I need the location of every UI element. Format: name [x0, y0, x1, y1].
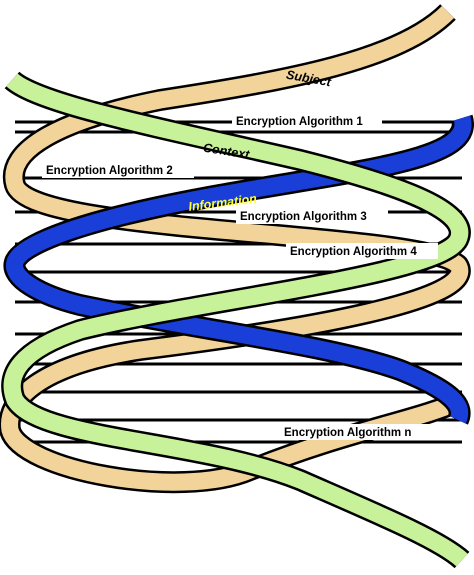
algorithm-label-3: Encryption Algorithm 3: [240, 211, 367, 223]
algorithm-label-bg: [232, 113, 382, 129]
algorithm-label-bg: [236, 208, 388, 224]
algorithm-label-bg: [42, 162, 194, 178]
algorithm-labels: Encryption Algorithm 1 Encryption Algori…: [42, 113, 438, 440]
algorithm-label-bg: [280, 424, 436, 440]
algorithm-label-n: Encryption Algorithm n: [284, 427, 411, 439]
subject-strand: [0, 3, 471, 494]
algorithm-label-bg: [286, 243, 438, 259]
context-strand: [1, 71, 471, 569]
algorithm-label-2: Encryption Algorithm 2: [46, 165, 173, 177]
subject-strand-fill: [1, 5, 469, 491]
context-strand-fill: [3, 73, 469, 567]
algorithm-label-4: Encryption Algorithm 4: [290, 246, 417, 258]
algorithm-label-1: Encryption Algorithm 1: [236, 116, 363, 128]
